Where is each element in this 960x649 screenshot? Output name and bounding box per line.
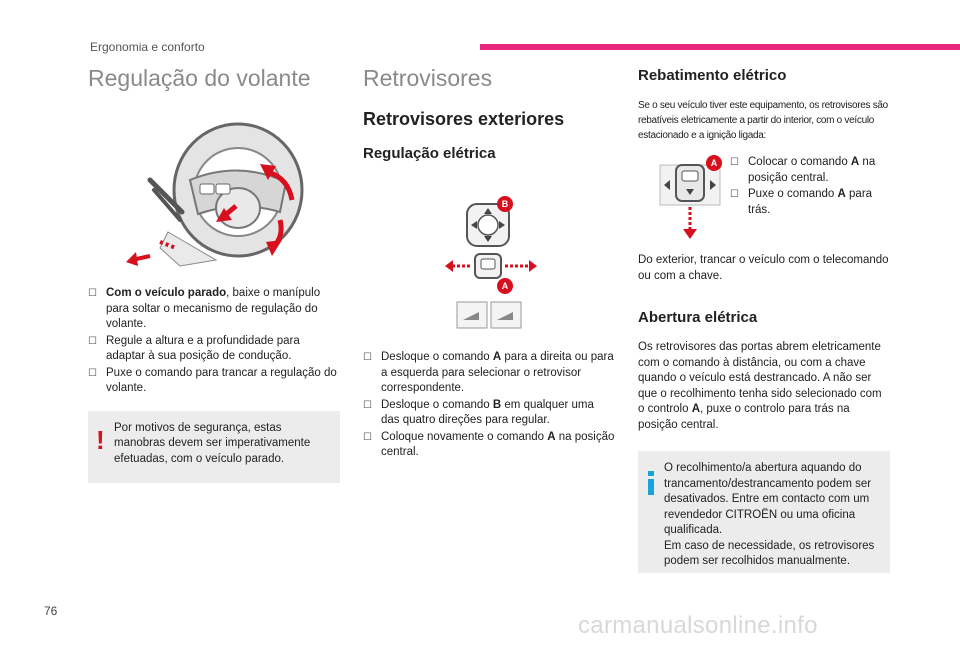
info-text-2: Em caso de necessidade, os retrovisores …	[664, 539, 875, 568]
opening-text: Os retrovisores das portas abrem eletric…	[638, 341, 882, 431]
list-item: ☐Com o veículo parado, baixe o manípulo …	[88, 287, 321, 330]
warning-box: ! Por motivos de segurança, estas manobr…	[88, 410, 340, 483]
info-text: O recolhimento/a abertura aquando do tra…	[664, 462, 872, 536]
info-box: O recolhimento/a abertura aquando do tra…	[638, 451, 890, 573]
header-accent-bar	[480, 44, 960, 50]
opening-heading: Abertura elétrica	[638, 309, 758, 326]
fold-control-illustration: A	[658, 153, 728, 241]
folding-intro: Se o seu veículo tiver este equipamento,…	[638, 100, 888, 141]
label-a: A	[502, 281, 509, 291]
folding-heading: Rebatimento elétrico	[638, 67, 787, 84]
section-label: Ergonomia e conforto	[90, 40, 205, 54]
mirrors-column: Retrovisores Retrovisores exteriores Reg…	[363, 62, 615, 462]
list-item: ☐Desloque o comando A para a direita ou …	[363, 351, 614, 394]
exterior-mirrors-heading: Retrovisores exteriores	[363, 109, 565, 129]
list-item: ☐Colocar o comando A na posição central.	[730, 156, 876, 184]
steering-instructions: ☐Com o veículo parado, baixe o manípulo …	[88, 286, 340, 397]
list-item: ☐Puxe o comando para trancar a regulação…	[88, 366, 337, 395]
mirror-adjust-instructions: ☐Desloque o comando A para a direita ou …	[363, 350, 615, 461]
label-b: B	[502, 199, 509, 209]
page-number: 76	[44, 604, 58, 618]
steering-title: Regulação do volante	[88, 65, 311, 91]
label-a: A	[711, 158, 718, 168]
fold-instructions: ☐Colocar o comando A na posição central.…	[730, 155, 882, 219]
watermark: carmanualsonline.info	[578, 612, 818, 639]
steering-wheel-illustration	[120, 120, 340, 270]
electric-adjust-heading: Regulação elétrica	[363, 145, 496, 162]
warning-icon: !	[96, 424, 105, 455]
steering-column: Regulação do volante ☐Com o veículo para…	[88, 62, 340, 483]
list-item: ☐Desloque o comando B em qualquer uma da…	[363, 398, 594, 427]
list-item: ☐Regule a altura e a profundidade para a…	[88, 334, 300, 363]
folding-column: Rebatimento elétrico Se o seu veículo ti…	[638, 62, 890, 573]
warning-text: Por motivos de segurança, estas manobras…	[114, 421, 311, 465]
list-item: ☐Coloque novamente o comando A na posiçã…	[363, 430, 615, 459]
list-item: ☐Puxe o comando A para trás.	[730, 188, 873, 216]
info-icon	[648, 471, 654, 495]
outside-fold-text: Do exterior, trancar o veículo com o tel…	[638, 254, 889, 282]
mirror-control-illustration: B A	[445, 196, 615, 336]
mirrors-title: Retrovisores	[363, 65, 493, 91]
